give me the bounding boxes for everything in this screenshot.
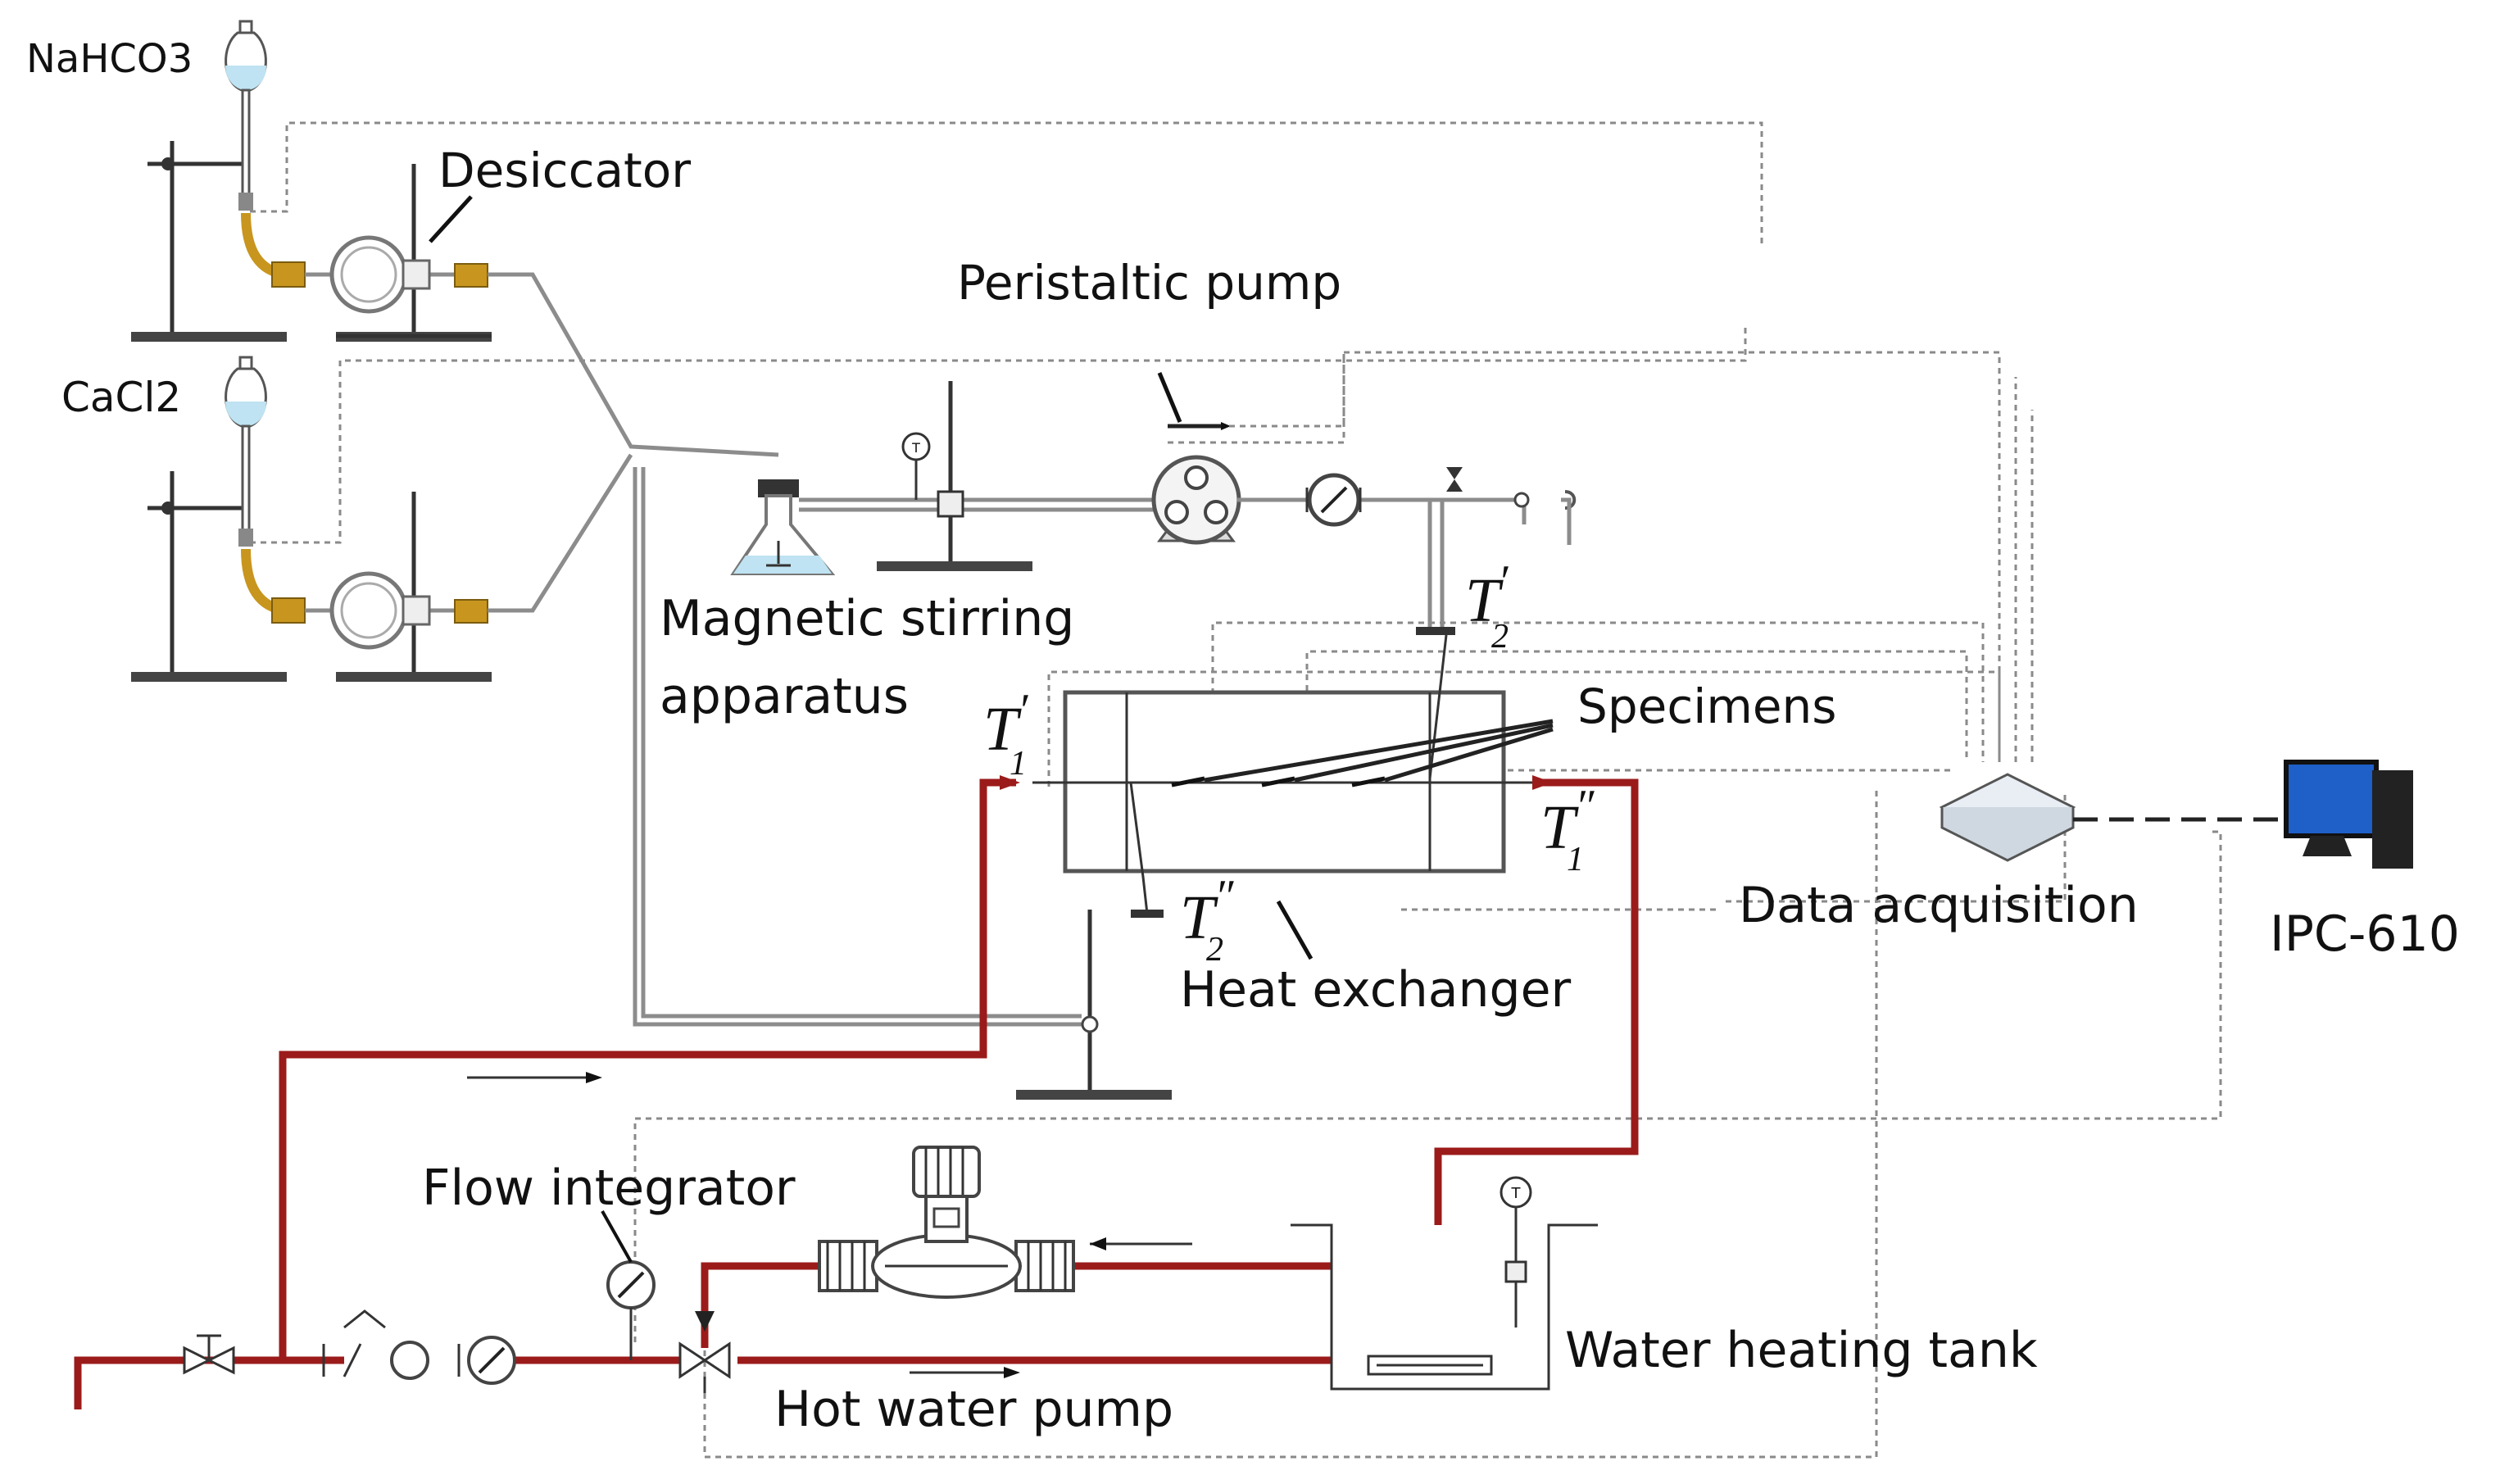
peristaltic-pump: [1151, 352, 1345, 545]
nahco3-desiccator: [305, 164, 492, 342]
hot-water-valves: [183, 1210, 731, 1393]
t2-double-sub: 2: [1206, 931, 1223, 969]
label-heat-exchanger: Heat exchanger: [1180, 961, 1572, 1019]
t2-prime-base: T: [1465, 566, 1504, 635]
computer-icon: [2284, 760, 2413, 869]
t1-double-mark: ″: [1575, 781, 1595, 832]
solution-tubing: [488, 272, 1092, 1027]
label-water-heating-tank: Water heating tank: [1565, 1322, 2038, 1379]
temp-point-t2-double: T 2 ″: [1180, 871, 1234, 969]
data-acquisition-unit: [1939, 773, 2286, 862]
t2-double-base: T: [1180, 883, 1218, 952]
label-nahco3: NaHCO3: [26, 36, 193, 82]
label-peristaltic-pump: Peristaltic pump: [957, 255, 1341, 311]
hot-water-loop: [74, 775, 1639, 1409]
label-hot-water-pump: Hot water pump: [774, 1381, 1173, 1438]
t1-prime-base: T: [983, 695, 1022, 764]
label-data-acquisition: Data acquisition: [1739, 877, 2139, 934]
magnetic-stirring-flask: [730, 479, 836, 575]
cacl2-desiccator: [305, 492, 492, 682]
water-heating-tank: T: [1291, 1176, 1598, 1391]
solution-feed-line: T: [799, 381, 1155, 571]
t1-double-base: T: [1540, 793, 1579, 862]
t2-prime-sub: 2: [1491, 618, 1509, 656]
label-magnetic-stirring-2: apparatus: [660, 668, 909, 725]
heat-exchanger: [1016, 634, 1554, 1100]
t1-prime-mark: ′: [1018, 685, 1028, 736]
temp-point-t1-prime: T 1 ′: [983, 685, 1028, 783]
hot-water-pump: [818, 1146, 1075, 1299]
label-cacl2: CaCl2: [61, 374, 181, 421]
label-magnetic-stirring-1: Magnetic stirring: [660, 590, 1074, 647]
temp-point-t2-prime: T 2 ′: [1465, 556, 1509, 656]
nahco3-reagent-station: [131, 20, 306, 342]
label-specimens: Specimens: [1577, 678, 1836, 734]
temp-point-t1-double: T 1 ″: [1540, 781, 1595, 878]
t2-prime-mark: ′: [1498, 556, 1509, 607]
t1-prime-sub: 1: [1010, 745, 1027, 783]
label-ipc: IPC-610: [2270, 905, 2460, 963]
tank-thermometer-glyph: T: [1511, 1185, 1522, 1202]
feed-thermometer-glyph: T: [911, 440, 920, 456]
label-flow-integrator: Flow integrator: [422, 1160, 796, 1217]
cacl2-reagent-station: [131, 356, 306, 682]
t2-double-mark: ″: [1214, 871, 1234, 922]
flow-meter-and-outlet: [1237, 467, 1577, 635]
label-desiccator: Desiccator: [438, 143, 691, 198]
t1-double-sub: 1: [1567, 841, 1584, 878]
